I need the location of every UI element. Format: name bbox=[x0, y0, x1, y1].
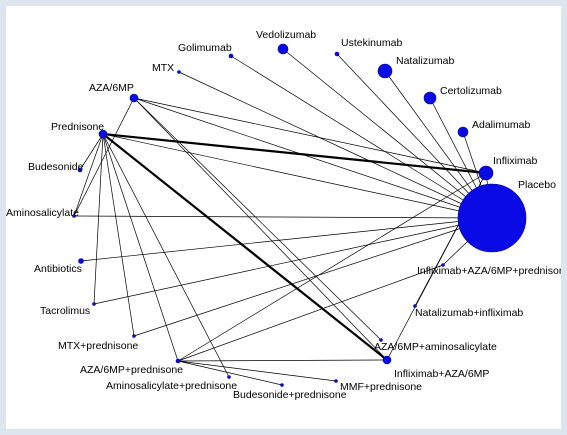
edge-infliximab-prednisone bbox=[102, 132, 487, 175]
edge-aza6mp-infl_aza bbox=[133, 97, 388, 361]
edge-placebo-antibiotics bbox=[80, 217, 493, 262]
node-mtx_pred bbox=[132, 334, 136, 338]
node-vedolizumab bbox=[277, 43, 289, 55]
edge-aza_pred-mmf_pred bbox=[177, 360, 337, 382]
node-golimumab bbox=[228, 53, 234, 59]
edge-aza6mp-aza_amino bbox=[133, 97, 382, 341]
edge-placebo-aza6mp bbox=[133, 97, 493, 219]
node-natalizumab bbox=[377, 63, 393, 79]
label-aza6mp: AZA/6MP bbox=[89, 82, 134, 94]
node-mmf_pred bbox=[334, 379, 338, 383]
label-ustekinumab: Ustekinumab bbox=[341, 37, 402, 49]
node-layer bbox=[72, 43, 527, 387]
label-aminosalicylate: Aminosalicylate bbox=[6, 207, 79, 219]
edge-prednisone-mtx_pred bbox=[102, 133, 135, 337]
node-prednisone bbox=[98, 129, 108, 139]
label-infliximab: Infliximab bbox=[493, 155, 538, 167]
edge-prednisone-budesonide bbox=[79, 133, 104, 171]
label-prednisone: Prednisone bbox=[51, 121, 104, 133]
label-mtx_pred: MTX+prednisone bbox=[58, 340, 138, 352]
node-aza_pred bbox=[175, 358, 181, 364]
node-placebo bbox=[457, 183, 527, 253]
node-infliximab bbox=[478, 165, 494, 181]
node-antibiotics bbox=[78, 258, 84, 264]
label-aza_pred: AZA/6MP+prednisone bbox=[80, 364, 183, 376]
label-mtx: MTX bbox=[152, 62, 174, 74]
node-adalimumab bbox=[457, 126, 469, 138]
label-bud_pred: Budesonide+prednisone bbox=[233, 389, 347, 401]
label-certolizumab: Certolizumab bbox=[440, 85, 502, 97]
label-natalizumab: Natalizumab bbox=[396, 55, 455, 67]
node-certolizumab bbox=[423, 91, 437, 105]
node-ustekinumab bbox=[334, 51, 340, 57]
label-antibiotics: Antibiotics bbox=[34, 263, 82, 275]
edge-placebo-mtx_pred bbox=[133, 217, 493, 337]
label-mmf_pred: MMF+prednisone bbox=[340, 381, 422, 393]
label-amino_pred: Aminosalicylate+prednisone bbox=[106, 380, 237, 392]
network-diagram: PlaceboInfliximabAdalimumabCertolizumabN… bbox=[6, 29, 561, 401]
node-mtx bbox=[177, 70, 181, 74]
edge-infliximab-aza_pred bbox=[177, 172, 487, 362]
node-infl_aza_pred bbox=[441, 263, 445, 267]
edge-placebo-mtx bbox=[178, 71, 493, 219]
label-infl_aza: Infliximab+AZA/6MP bbox=[394, 368, 489, 380]
edge-aza6mp-aminosalicylate bbox=[73, 97, 135, 217]
edge-layer bbox=[73, 48, 493, 386]
edge-prednisone-tacrolimus bbox=[93, 133, 104, 305]
label-aza_amino: AZA/6MP+aminosalicylate bbox=[374, 341, 497, 353]
edge-prednisone-aminosalicylate bbox=[73, 133, 104, 217]
label-golimumab: Golimumab bbox=[178, 42, 232, 54]
label-placebo: Placebo bbox=[518, 179, 556, 191]
label-adalimumab: Adalimumab bbox=[472, 119, 531, 131]
label-budesonide: Budesonide bbox=[28, 161, 84, 173]
label-tacrolimus: Tacrolimus bbox=[40, 305, 90, 317]
edge-aza_pred-infl_aza bbox=[177, 359, 388, 362]
edge-aza_pred-bud_pred bbox=[177, 360, 283, 386]
edge-placebo-prednisone bbox=[102, 133, 493, 219]
node-budesonide bbox=[77, 167, 83, 173]
node-aminosalicylate bbox=[72, 214, 76, 218]
edge-prednisone-infl_aza bbox=[102, 133, 388, 361]
edge-prednisone-aza_pred bbox=[102, 133, 179, 362]
edge-placebo-aminosalicylate bbox=[73, 215, 493, 219]
label-nat_infl: Natalizumab+infliximab bbox=[415, 307, 523, 319]
edge-prednisone-amino_pred bbox=[102, 133, 230, 378]
node-aza_amino bbox=[379, 338, 383, 342]
node-nat_infl bbox=[413, 304, 417, 308]
node-amino_pred bbox=[227, 375, 231, 379]
label-vedolizumab: Vedolizumab bbox=[256, 29, 316, 41]
edge-aza_pred-infl_aza_pred bbox=[177, 264, 444, 362]
edge-placebo-golimumab bbox=[230, 55, 493, 219]
node-tacrolimus bbox=[92, 302, 96, 306]
edge-placebo-vedolizumab bbox=[282, 48, 493, 219]
node-aza6mp bbox=[129, 93, 139, 103]
node-infl_aza bbox=[382, 355, 392, 365]
edge-placebo-ustekinumab bbox=[336, 53, 493, 219]
label-infl_aza_pred: Infliximab+AZA/6MP+prednisone bbox=[417, 265, 561, 277]
edge-placebo-tacrolimus bbox=[93, 217, 493, 305]
label-layer: PlaceboInfliximabAdalimumabCertolizumabN… bbox=[6, 29, 561, 401]
node-bud_pred bbox=[280, 383, 284, 387]
edge-infliximab-aza6mp bbox=[133, 97, 487, 174]
